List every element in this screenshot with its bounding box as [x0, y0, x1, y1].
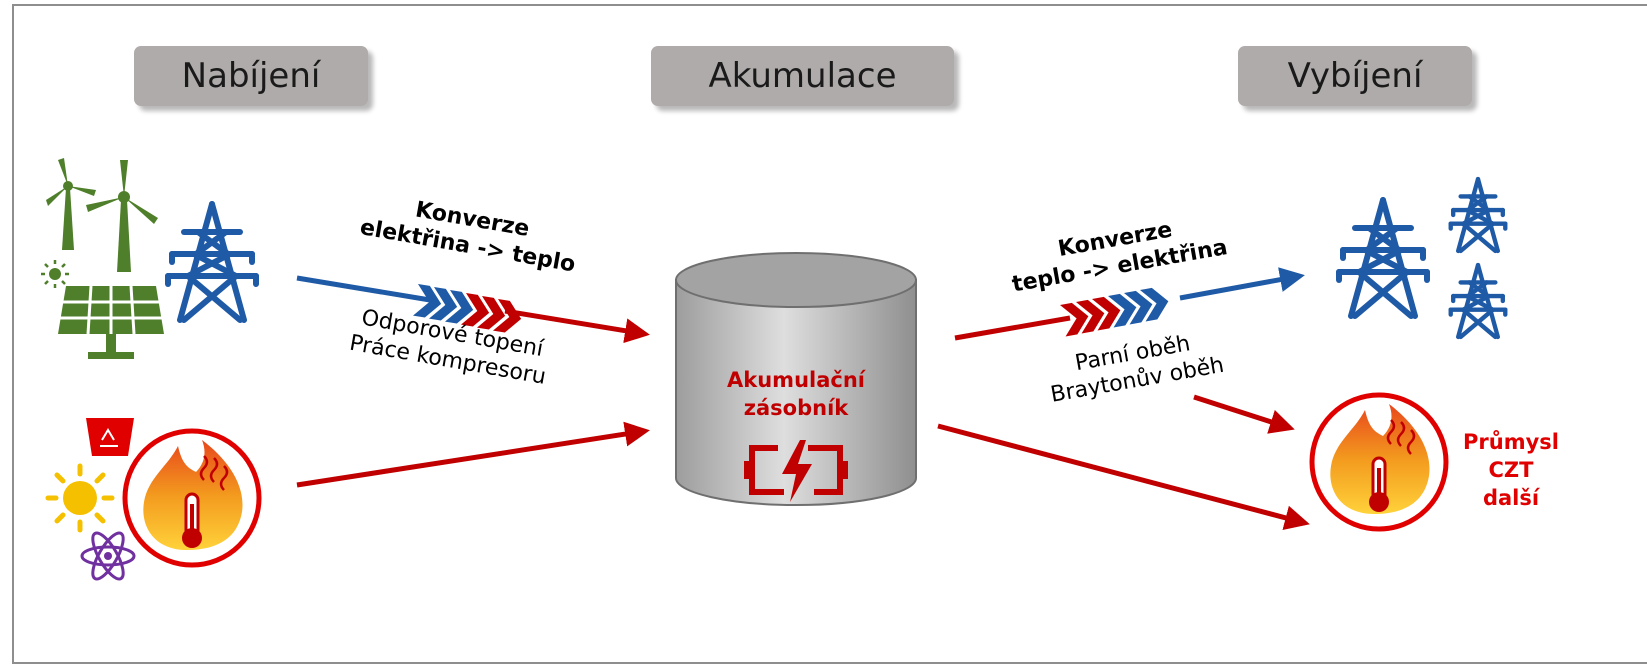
battery-icon — [744, 440, 848, 502]
sun-icon — [41, 260, 69, 288]
power-pylon-icon — [168, 204, 256, 320]
electricity-input-arrow — [296, 275, 650, 344]
wind-turbine-icon — [46, 158, 158, 272]
heat-input-arrow — [296, 421, 650, 488]
electricity-output-arrow — [954, 267, 1305, 341]
heat-consumer-other: další — [1482, 486, 1540, 510]
heat-output-arrow — [937, 423, 1310, 530]
heat-consumers-label: Průmysl CZT další — [1446, 428, 1576, 512]
heat-consumer-industry: Průmysl — [1463, 430, 1559, 454]
storage-tank-icon — [675, 252, 917, 506]
header-discharging: Vybíjení — [1238, 46, 1472, 106]
header-accumulation: Akumulace — [651, 46, 954, 106]
storage-label-line2: zásobník — [743, 396, 849, 420]
waste-heat-arrow — [1193, 394, 1295, 434]
header-charging: Nabíjení — [134, 46, 368, 106]
flame-thermometer-icon — [1312, 395, 1446, 529]
power-pylon-icon — [1451, 179, 1506, 251]
recycle-bin-icon — [86, 418, 134, 456]
storage-label-line1: Akumulační — [727, 368, 865, 392]
flame-thermometer-icon — [125, 431, 259, 565]
solar-panel-icon — [58, 285, 164, 359]
storage-label: Akumulační zásobník — [676, 366, 916, 422]
sun-icon — [45, 463, 115, 533]
atom-icon — [80, 531, 136, 581]
heat-consumer-district-heating: CZT — [1488, 458, 1534, 482]
power-pylon-icon — [1339, 200, 1427, 316]
power-pylon-icon — [1451, 265, 1506, 337]
